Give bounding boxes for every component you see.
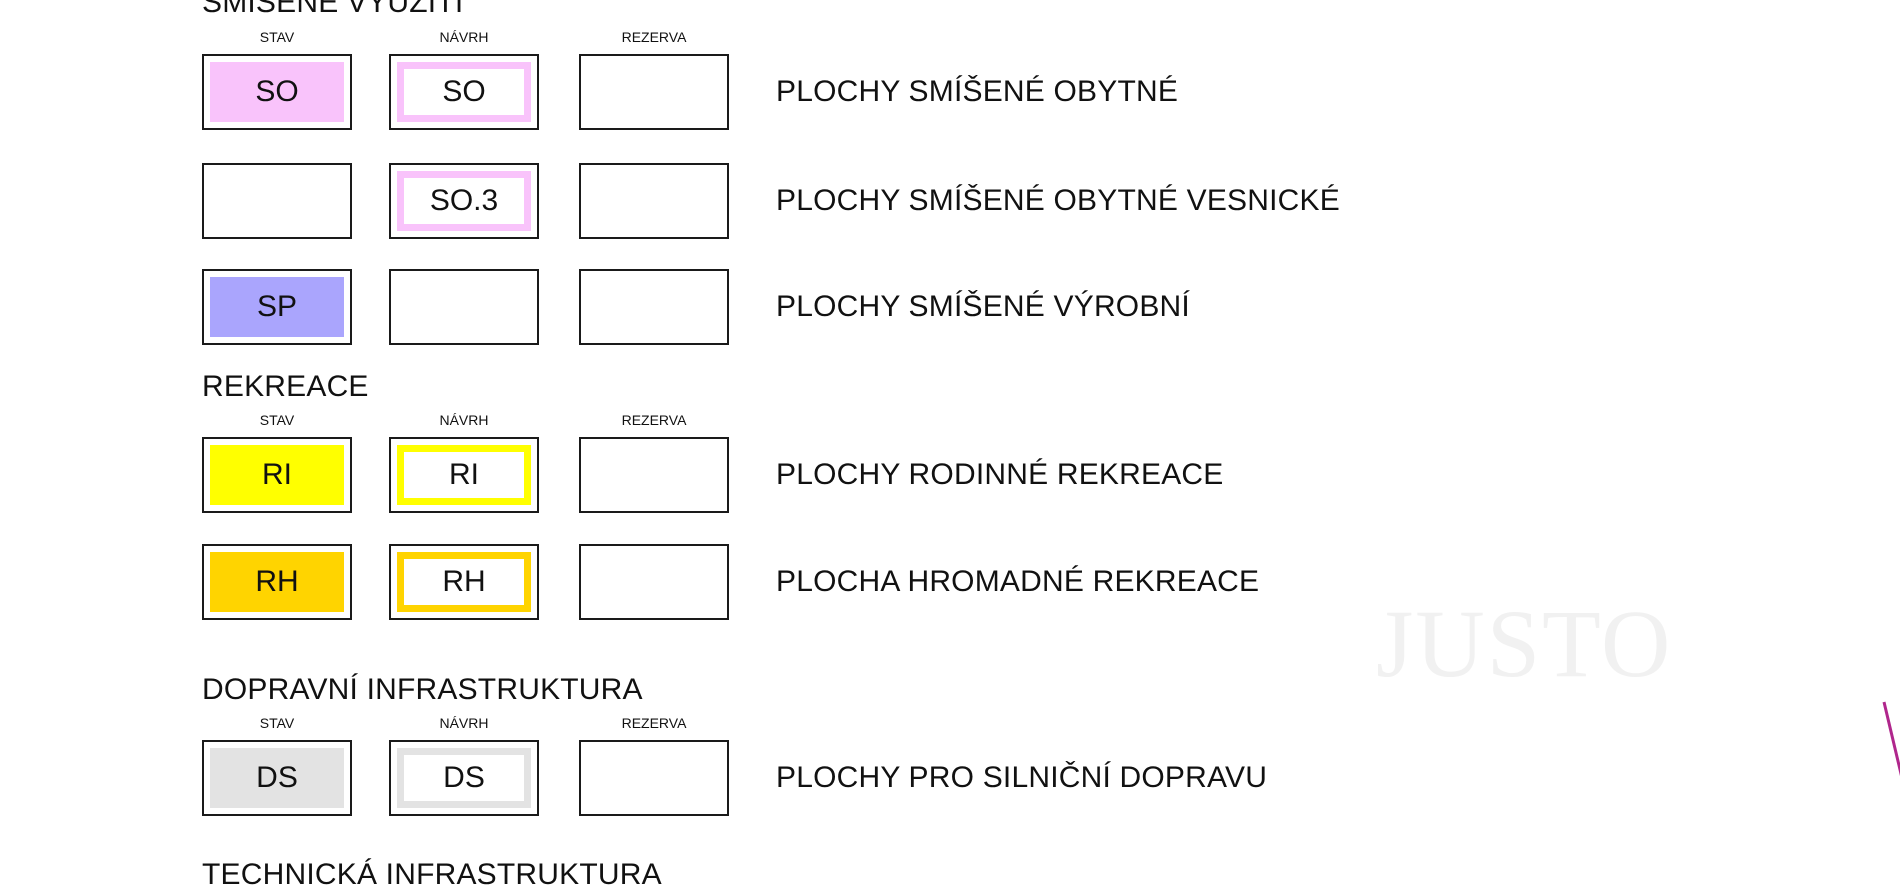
- legend-description: PLOCHY PRO SILNIČNÍ DOPRAVU: [776, 761, 1268, 794]
- heading-recreation: REKREACE: [202, 370, 369, 403]
- column-label-navrh: NÁVRH: [439, 412, 489, 428]
- edge-mark-icon: [1882, 701, 1900, 777]
- column-label-rezerva: REZERVA: [621, 29, 687, 45]
- legend-swatch-ri-navrh: RI: [389, 437, 539, 513]
- swatch-code: RH: [210, 552, 344, 612]
- swatch-code: RI: [397, 445, 531, 505]
- column-label-navrh: NÁVRH: [439, 715, 489, 731]
- legend-swatch-ds-navrh: DS: [389, 740, 539, 816]
- legend-swatch-rh-navrh: RH: [389, 544, 539, 620]
- swatch-code: SO: [397, 62, 531, 122]
- legend-swatch-rh-rezerva: [579, 544, 729, 620]
- column-label-rezerva: REZERVA: [621, 412, 687, 428]
- swatch-code: RI: [210, 445, 344, 505]
- legend-swatch-ds-rezerva: [579, 740, 729, 816]
- legend-description: PLOCHA HROMADNÉ REKREACE: [776, 565, 1260, 598]
- legend-swatch-so-navrh: SO: [389, 54, 539, 130]
- swatch-code: SP: [210, 277, 344, 337]
- legend-swatch-ri-rezerva: [579, 437, 729, 513]
- legend-swatch-sp-navrh: [389, 269, 539, 345]
- swatch-code: SO: [210, 62, 344, 122]
- legend-swatch-sp-rezerva: [579, 269, 729, 345]
- heading-mixed-use: SMÍŠENÉ VYUŽITÍ: [202, 0, 464, 19]
- heading-transport: DOPRAVNÍ INFRASTRUKTURA: [202, 673, 643, 706]
- legend-description: PLOCHY RODINNÉ REKREACE: [776, 458, 1224, 491]
- column-label-stav: STAV: [259, 412, 295, 428]
- legend-description: PLOCHY SMÍŠENÉ OBYTNÉ VESNICKÉ: [776, 184, 1340, 217]
- column-label-stav: STAV: [259, 715, 295, 731]
- legend-swatch-so3-rezerva: [579, 163, 729, 239]
- watermark: JUSTO: [1376, 590, 1673, 697]
- swatch-code: SO.3: [397, 171, 531, 231]
- column-label-stav: STAV: [259, 29, 295, 45]
- legend-swatch-so3-stav: [202, 163, 352, 239]
- swatch-code: RH: [397, 552, 531, 612]
- swatch-code: DS: [210, 748, 344, 808]
- legend-swatch-so-rezerva: [579, 54, 729, 130]
- legend-description: PLOCHY SMÍŠENÉ OBYTNÉ: [776, 75, 1179, 108]
- legend-swatch-so3-navrh: SO.3: [389, 163, 539, 239]
- legend-swatch-so-stav: SO: [202, 54, 352, 130]
- legend-swatch-ri-stav: RI: [202, 437, 352, 513]
- swatch-code: DS: [397, 748, 531, 808]
- legend-swatch-ds-stav: DS: [202, 740, 352, 816]
- column-label-rezerva: REZERVA: [621, 715, 687, 731]
- legend-swatch-rh-stav: RH: [202, 544, 352, 620]
- legend-swatch-sp-stav: SP: [202, 269, 352, 345]
- column-label-navrh: NÁVRH: [439, 29, 489, 45]
- heading-technical: TECHNICKÁ INFRASTRUKTURA: [202, 858, 662, 891]
- edge-mark-stroke: [1882, 701, 1900, 777]
- legend-description: PLOCHY SMÍŠENÉ VÝROBNÍ: [776, 290, 1190, 323]
